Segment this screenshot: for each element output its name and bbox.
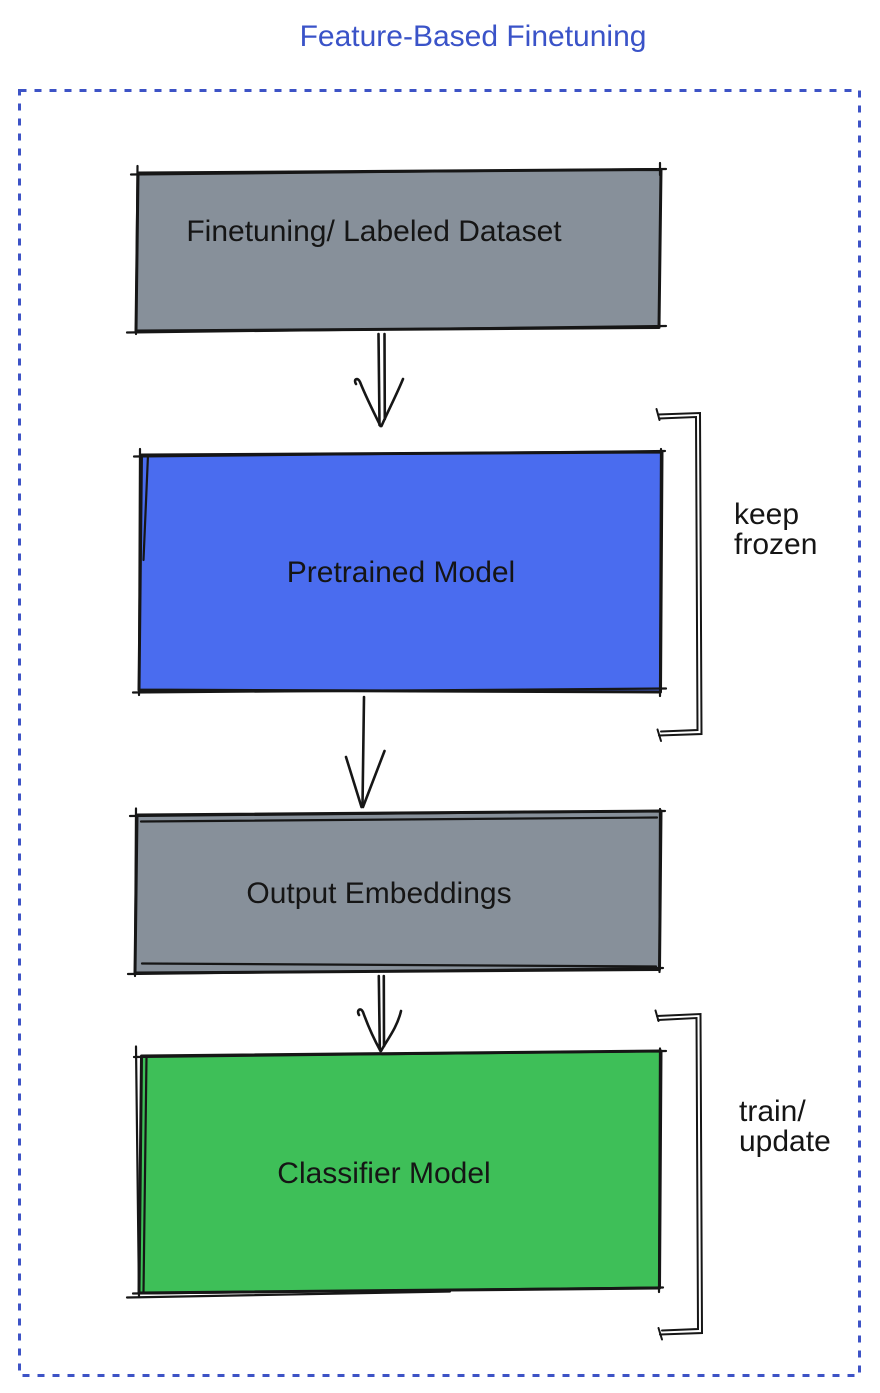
node-embeddings-shape xyxy=(126,807,667,978)
arrow-dataset-to-pretrained xyxy=(353,332,405,428)
arrow-embeddings-to-classifier xyxy=(356,974,403,1053)
node-classifier-label: Classifier Model xyxy=(277,1157,491,1190)
node-embeddings-label: Output Embeddings xyxy=(246,877,512,910)
dotted-frame xyxy=(18,89,861,1377)
diagram-title: Feature-Based Finetuning xyxy=(299,20,647,53)
node-dataset-shape xyxy=(125,161,668,336)
node-pretrained-shape xyxy=(131,447,668,698)
arrow-pretrained-to-embeddings xyxy=(344,695,386,809)
node-classifier-shape xyxy=(125,1045,668,1299)
node-dataset-label: Finetuning/ Labeled Dataset xyxy=(186,215,562,248)
annotation-train-update: train/ update xyxy=(739,1095,831,1158)
annotation-keep-frozen: keep frozen xyxy=(734,498,818,561)
bracket-train-update xyxy=(654,1009,704,1341)
node-pretrained-label: Pretrained Model xyxy=(286,556,516,589)
bracket-keep-frozen xyxy=(655,408,703,742)
